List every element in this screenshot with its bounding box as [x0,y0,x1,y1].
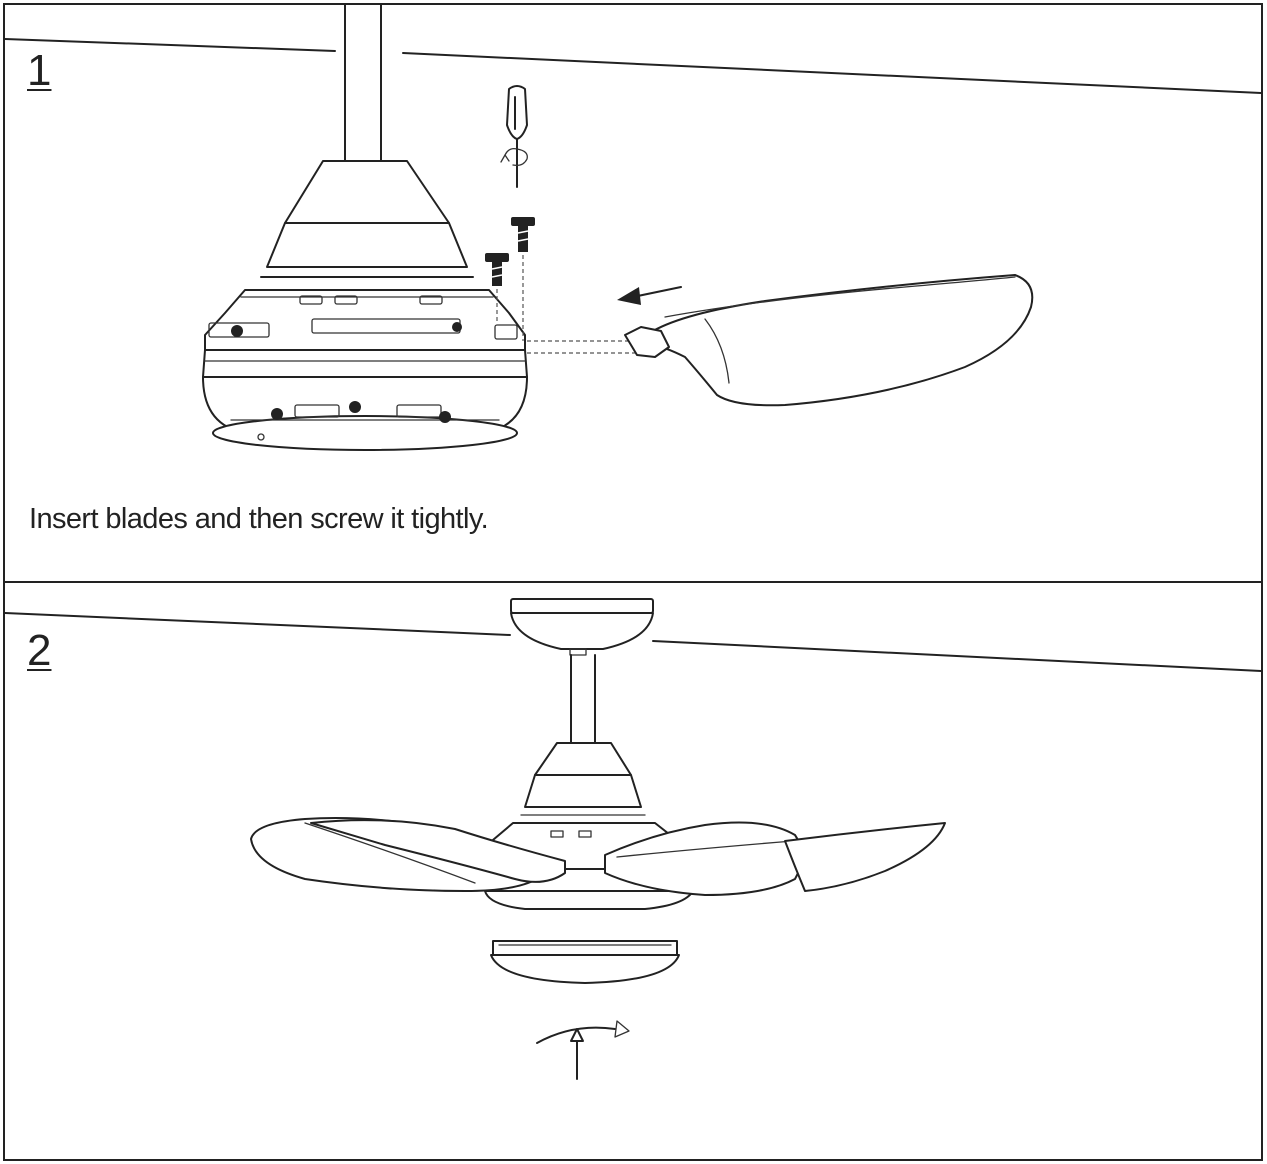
motor-housing [202,160,528,451]
step-2-panel: 2 [3,581,1263,1161]
screwdriver-icon [500,85,528,188]
canopy [510,598,654,650]
step-1-illustration [5,5,1261,451]
downrod [569,648,596,744]
rotate-arrow-icon [536,1020,630,1044]
step-number: 1 [27,46,52,95]
ceiling-line [5,612,511,636]
arrow-left-icon [617,286,682,305]
ceiling-line [652,640,1261,672]
ceiling-line [5,38,336,52]
arrow-up-icon [570,1028,584,1080]
step-2-illustration [5,598,1261,1080]
ceiling-line [402,52,1261,94]
screw-icon [485,253,509,286]
step-instruction: Insert blades and then screw it tightly. [29,503,489,535]
step-number: 2 [27,626,52,675]
step-1-panel: 1 [3,3,1263,583]
fan-blade [624,274,1034,407]
light-cover [490,940,680,984]
screw-icon [511,217,535,252]
downrod [344,5,382,162]
fan-blade [784,822,946,892]
fan-blade [310,819,566,883]
